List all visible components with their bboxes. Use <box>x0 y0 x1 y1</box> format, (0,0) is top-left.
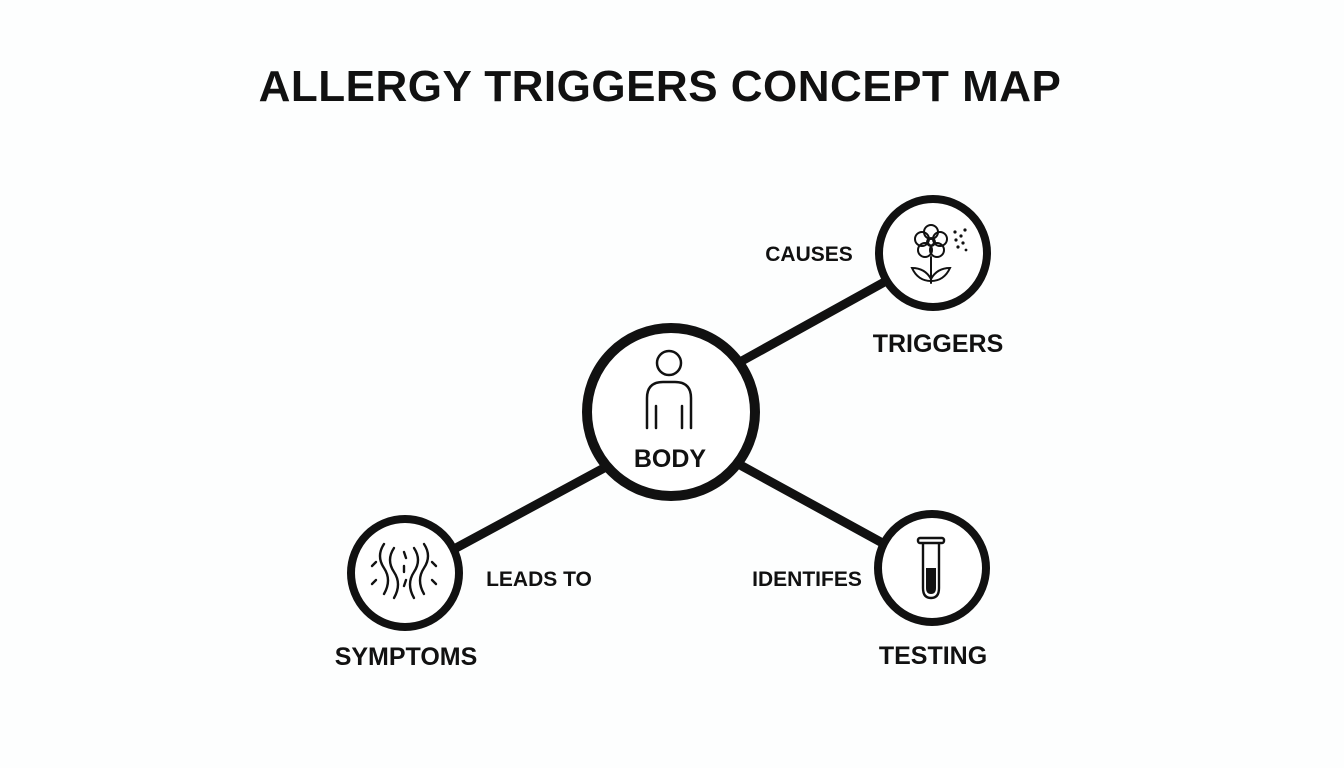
edge-body-triggers <box>735 275 893 367</box>
node-label-testing: TESTING <box>879 642 987 670</box>
edge-body-symptoms <box>451 463 609 553</box>
node-triggers: TRIGGERS <box>873 195 1004 358</box>
edge-body-testing <box>737 461 893 551</box>
node-body: BODY <box>582 323 760 501</box>
edge-label-causes: CAUSES <box>765 243 853 266</box>
test-tube-icon <box>916 536 946 600</box>
node-label-body: BODY <box>634 445 707 473</box>
node-label-symptoms: SYMPTOMS <box>335 643 478 671</box>
node-testing: TESTING <box>874 510 990 670</box>
edge-label-leads-to: LEADS TO <box>486 568 592 591</box>
node-symptoms-circle <box>347 515 463 631</box>
node-label-triggers: TRIGGERS <box>873 330 1004 358</box>
flower-pollen-icon <box>910 224 968 284</box>
edge-label-identifes: IDENTIFES <box>752 568 862 591</box>
node-triggers-circle <box>875 195 991 311</box>
node-symptoms: SYMPTOMS <box>335 515 478 671</box>
node-body-circle <box>582 323 760 501</box>
irritation-waves-icon <box>370 542 438 600</box>
person-icon <box>645 349 693 430</box>
page-title: ALLERGY TRIGGERS CONCEPT MAP <box>258 62 1062 111</box>
